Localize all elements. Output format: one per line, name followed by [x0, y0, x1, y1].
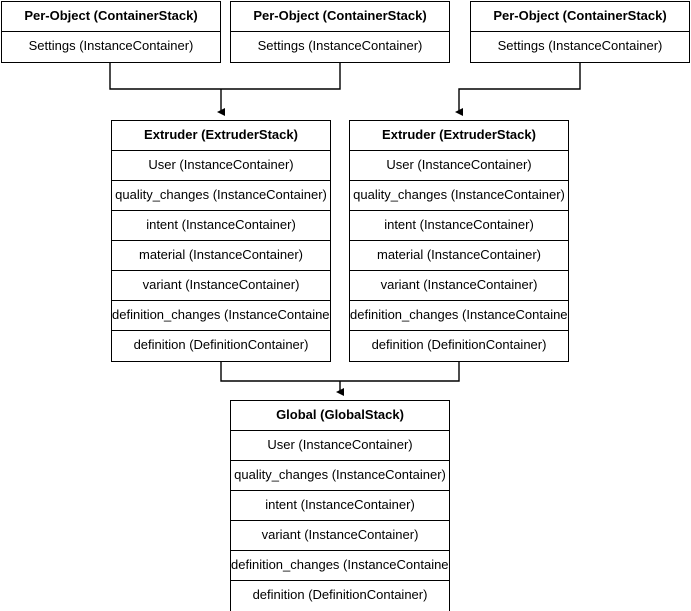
- edge-per-object-3-to-extruder-2: [455, 61, 581, 116]
- node-global-row-quality-changes: quality_changes (InstanceContainer): [231, 461, 449, 491]
- node-global-row-variant: variant (InstanceContainer): [231, 521, 449, 551]
- node-extruder-1-row-intent: intent (InstanceContainer): [112, 211, 330, 241]
- node-extruder-1-header: Extruder (ExtruderStack): [112, 121, 330, 151]
- node-global-row-definition-changes: definition_changes (InstanceContainer): [231, 551, 449, 581]
- node-extruder-1-row-variant: variant (InstanceContainer): [112, 271, 330, 301]
- node-extruder-1-row-user: User (InstanceContainer): [112, 151, 330, 181]
- edge-per-object-2-to-extruder-1: [221, 61, 341, 90]
- node-per-object-2[interactable]: Per-Object (ContainerStack) Settings (In…: [230, 1, 450, 63]
- node-extruder-2-row-definition: definition (DefinitionContainer): [350, 331, 568, 361]
- node-global-stack[interactable]: Global (GlobalStack) User (InstanceConta…: [230, 400, 450, 611]
- node-per-object-1-row-settings: Settings (InstanceContainer): [2, 32, 220, 62]
- node-extruder-2-row-variant: variant (InstanceContainer): [350, 271, 568, 301]
- node-per-object-1-header: Per-Object (ContainerStack): [2, 2, 220, 32]
- node-extruder-2-row-user: User (InstanceContainer): [350, 151, 568, 181]
- node-global-header: Global (GlobalStack): [231, 401, 449, 431]
- node-extruder-2[interactable]: Extruder (ExtruderStack) User (InstanceC…: [349, 120, 569, 362]
- node-global-row-user: User (InstanceContainer): [231, 431, 449, 461]
- node-extruder-1-row-material: material (InstanceContainer): [112, 241, 330, 271]
- node-extruder-1[interactable]: Extruder (ExtruderStack) User (InstanceC…: [111, 120, 331, 362]
- node-per-object-3[interactable]: Per-Object (ContainerStack) Settings (In…: [470, 1, 690, 63]
- node-extruder-2-row-intent: intent (InstanceContainer): [350, 211, 568, 241]
- node-global-row-definition: definition (DefinitionContainer): [231, 581, 449, 611]
- edge-per-object-1-to-extruder-1: [109, 61, 221, 90]
- node-extruder-2-row-definition-changes: definition_changes (InstanceContainer): [350, 301, 568, 331]
- node-extruder-1-row-definition-changes: definition_changes (InstanceContainer): [112, 301, 330, 331]
- edge-extruder-2-to-global: [340, 361, 460, 382]
- node-per-object-2-row-settings: Settings (InstanceContainer): [231, 32, 449, 62]
- node-extruder-2-row-material: material (InstanceContainer): [350, 241, 568, 271]
- node-extruder-2-header: Extruder (ExtruderStack): [350, 121, 568, 151]
- node-per-object-3-row-settings: Settings (InstanceContainer): [471, 32, 689, 62]
- node-extruder-1-row-quality-changes: quality_changes (InstanceContainer): [112, 181, 330, 211]
- node-per-object-2-header: Per-Object (ContainerStack): [231, 2, 449, 32]
- node-extruder-2-row-quality-changes: quality_changes (InstanceContainer): [350, 181, 568, 211]
- node-global-row-intent: intent (InstanceContainer): [231, 491, 449, 521]
- edge-extruder-1-to-global: [220, 361, 340, 382]
- node-extruder-1-row-definition: definition (DefinitionContainer): [112, 331, 330, 361]
- node-per-object-3-header: Per-Object (ContainerStack): [471, 2, 689, 32]
- node-per-object-1[interactable]: Per-Object (ContainerStack) Settings (In…: [1, 1, 221, 63]
